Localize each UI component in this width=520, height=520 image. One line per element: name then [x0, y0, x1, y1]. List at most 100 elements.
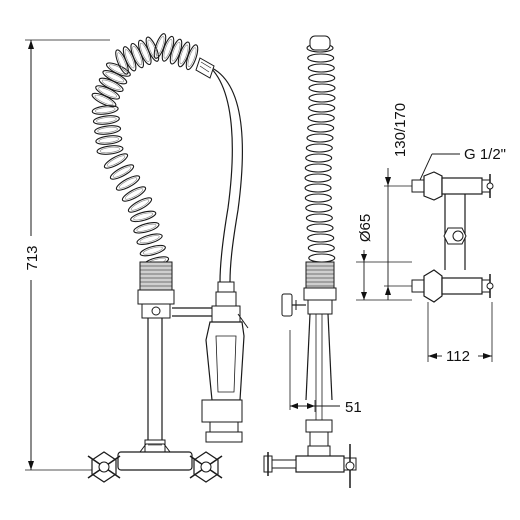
mixer-body-vertical — [443, 194, 467, 270]
side-spring-coil-turn — [308, 83, 336, 93]
side-spring-coil-turn — [305, 153, 333, 163]
side-spring-coil-turn — [308, 73, 336, 83]
spring-coil-inner — [139, 235, 160, 244]
spring-coil-inner — [117, 52, 127, 72]
spring-coil-turn — [91, 105, 119, 115]
spring-coil-turn — [161, 35, 175, 62]
spring-coil-inner — [99, 146, 121, 154]
side-spray-valve — [281, 293, 306, 317]
spring-coil-turn — [136, 233, 163, 245]
spring-coil-inner — [101, 79, 121, 90]
side-spring-coil-turn — [305, 203, 333, 213]
side-spring-coil — [304, 35, 336, 263]
spring-coil-inner — [133, 212, 154, 221]
spring-coil-inner — [118, 177, 138, 189]
mixer-body — [117, 443, 193, 471]
spring-coil-turn — [96, 145, 124, 155]
side-spring-coil-turn — [307, 53, 335, 63]
spout-offset-dimension-line — [289, 330, 340, 412]
spring-coil-inner — [132, 46, 143, 66]
wall-mount-detail: G 1/2" 130/170 Ø65 112 — [356, 103, 506, 365]
spring-coil-inner — [96, 116, 117, 124]
spring-coil-turn — [177, 41, 191, 68]
side-spring-coil-turn — [304, 193, 332, 203]
spring-coil-inner — [112, 166, 132, 178]
spring-coil-inner — [187, 47, 197, 67]
spring-coil-inner — [98, 87, 118, 98]
spring-coil-turn — [185, 44, 199, 71]
height-label: 713 — [24, 245, 41, 270]
thread-leader-line — [419, 153, 460, 181]
front-view: 713 — [24, 33, 249, 483]
side-spring-coil-turn — [304, 173, 332, 183]
spring-coil-turn — [121, 186, 147, 202]
side-spring-coil-turn — [307, 113, 335, 123]
riser-pipe — [144, 318, 166, 453]
spring-coil-inner — [171, 41, 181, 62]
spring-coil-turn — [139, 244, 166, 257]
inlet-diameter-label: Ø65 — [357, 214, 374, 242]
side-spring-coil-turn — [308, 103, 336, 113]
spray-hose — [195, 57, 243, 283]
spring-coil-inner — [130, 199, 150, 211]
spring-coil-turn — [109, 164, 135, 180]
spring-coil-turn — [103, 153, 129, 169]
spring-coil-turn — [130, 210, 157, 223]
inlet-diameter-dimension-line — [356, 250, 412, 301]
side-spring-coil-turn — [304, 163, 332, 173]
lower-inlet — [411, 269, 494, 303]
spring-coil-inner — [106, 155, 126, 167]
spring-coil-inner — [124, 188, 144, 200]
side-spring-coil-turn — [308, 93, 336, 103]
upper-inlet — [411, 171, 494, 201]
spring-coil-turn — [127, 197, 153, 213]
front-spring-coil — [91, 33, 199, 268]
spring-coil-turn — [169, 38, 183, 65]
inlet-spacing-label: 130/170 — [392, 103, 409, 157]
side-base-valves — [263, 444, 357, 488]
spring-coil-turn — [92, 115, 120, 125]
spring-coil-turn — [133, 222, 160, 234]
spring-coil-inner — [142, 246, 163, 255]
depth-dimension-line — [427, 302, 493, 362]
spring-coil-inner — [155, 36, 165, 56]
left-cross-handle — [87, 451, 121, 483]
side-view: 51 — [263, 35, 362, 488]
spring-collar — [137, 261, 175, 319]
side-spring-coil-turn — [307, 123, 335, 133]
spout-offset-label: 51 — [345, 399, 362, 416]
spring-coil-inner — [98, 136, 120, 144]
side-riser — [305, 313, 333, 457]
spring-coil-inner — [124, 49, 135, 69]
spring-coil-turn — [145, 36, 160, 62]
side-spring-coil-turn — [307, 63, 335, 73]
spring-coil-inner — [179, 44, 189, 65]
inlet-spacing-dimension-line — [384, 168, 412, 300]
spring-coil-turn — [95, 135, 123, 145]
spring-coil-turn — [105, 62, 131, 77]
depth-label: 112 — [446, 348, 470, 365]
side-spring-coil-turn — [308, 253, 336, 263]
right-cross-handle — [189, 451, 223, 483]
spring-coil-inner — [94, 94, 114, 106]
spring-coil-inner — [105, 72, 125, 83]
spray-head — [201, 281, 249, 443]
side-spring-coil-turn — [307, 243, 335, 253]
spring-coil-turn — [153, 33, 167, 59]
side-spring-coil-turn — [307, 233, 335, 243]
side-spring-collar — [303, 261, 337, 315]
spring-coil-turn — [94, 125, 122, 135]
side-spring-cap — [309, 35, 331, 51]
spring-coil-inner — [163, 39, 173, 59]
side-spring-coil-turn — [306, 133, 334, 143]
side-spring-coil-turn — [306, 223, 334, 233]
thread-label: G 1/2" — [464, 146, 506, 163]
side-spring-coil-turn — [304, 183, 332, 193]
height-dimension-line — [25, 39, 110, 471]
spring-coil-inner — [97, 126, 118, 134]
side-spring-coil-turn — [305, 213, 333, 223]
spring-coil-turn — [115, 175, 141, 191]
side-spring-coil-turn — [305, 143, 333, 153]
